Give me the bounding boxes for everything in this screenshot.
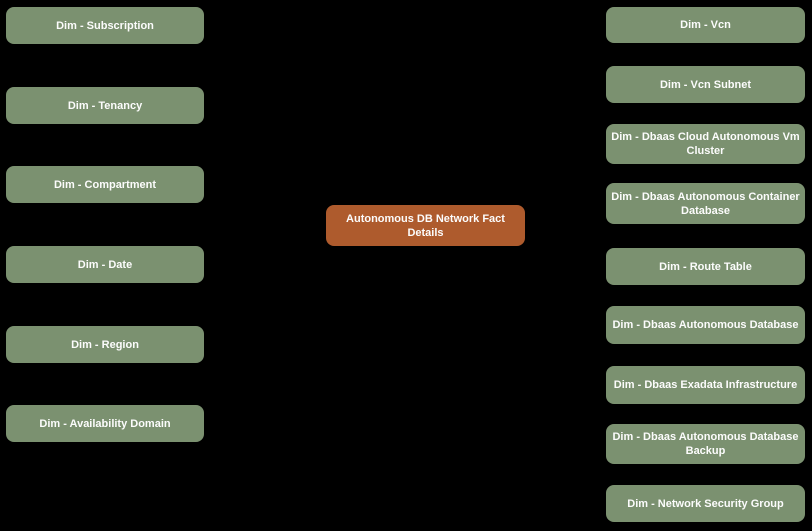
- dim-node-region[interactable]: Dim - Region: [6, 326, 204, 363]
- dim-node-label: Dim - Availability Domain: [39, 417, 171, 430]
- dim-node-route-table[interactable]: Dim - Route Table: [606, 248, 805, 285]
- dim-node-label: Dim - Route Table: [659, 260, 752, 273]
- fact-node-autonomous-db-network-fact-details[interactable]: Autonomous DB Network Fact Details: [326, 205, 525, 246]
- dim-node-vcn-subnet[interactable]: Dim - Vcn Subnet: [606, 66, 805, 103]
- dim-node-dbaas-cloud-autonomous-vm-cluster[interactable]: Dim - Dbaas Cloud Autonomous Vm Cluster: [606, 124, 805, 164]
- dim-node-compartment[interactable]: Dim - Compartment: [6, 166, 204, 203]
- dim-node-label: Dim - Vcn: [680, 19, 731, 31]
- dim-node-label: Dim - Network Security Group: [627, 497, 784, 510]
- dim-node-dbaas-exadata-infrastructure[interactable]: Dim - Dbaas Exadata Infrastructure: [606, 366, 805, 404]
- dim-node-date[interactable]: Dim - Date: [6, 246, 204, 283]
- fact-node-label: Autonomous DB Network Fact Details: [346, 212, 505, 239]
- dim-node-label: Dim - Region: [71, 338, 139, 351]
- dim-node-dbaas-autonomous-container-database[interactable]: Dim - Dbaas Autonomous Container Databas…: [606, 183, 805, 224]
- dim-node-label: Dim - Dbaas Autonomous Database: [612, 319, 799, 331]
- dim-node-network-security-group[interactable]: Dim - Network Security Group: [606, 485, 805, 522]
- dim-node-label: Dim - Dbaas Exadata Infrastructure: [613, 379, 798, 391]
- dim-node-label: Dim - Vcn Subnet: [659, 78, 752, 91]
- dim-node-label: Dim - Compartment: [53, 178, 157, 191]
- dim-node-availability-domain[interactable]: Dim - Availability Domain: [6, 405, 204, 442]
- dim-node-label: Dim - Dbaas Cloud Autonomous Vm Cluster: [611, 131, 800, 157]
- dim-node-label: Dim - Dbaas Autonomous Database Backup: [612, 431, 799, 457]
- dim-node-vcn[interactable]: Dim - Vcn: [606, 7, 805, 43]
- dim-node-subscription[interactable]: Dim - Subscription: [6, 7, 204, 44]
- dim-node-label: Dim - Dbaas Autonomous Container Databas…: [611, 190, 800, 217]
- dim-node-label: Dim - Subscription: [56, 19, 154, 32]
- dim-node-dbaas-autonomous-database[interactable]: Dim - Dbaas Autonomous Database: [606, 306, 805, 344]
- dim-node-label: Dim - Tenancy: [67, 99, 143, 112]
- dim-node-label: Dim - Date: [77, 258, 133, 271]
- dim-node-dbaas-autonomous-database-backup[interactable]: Dim - Dbaas Autonomous Database Backup: [606, 424, 805, 464]
- dim-node-tenancy[interactable]: Dim - Tenancy: [6, 87, 204, 124]
